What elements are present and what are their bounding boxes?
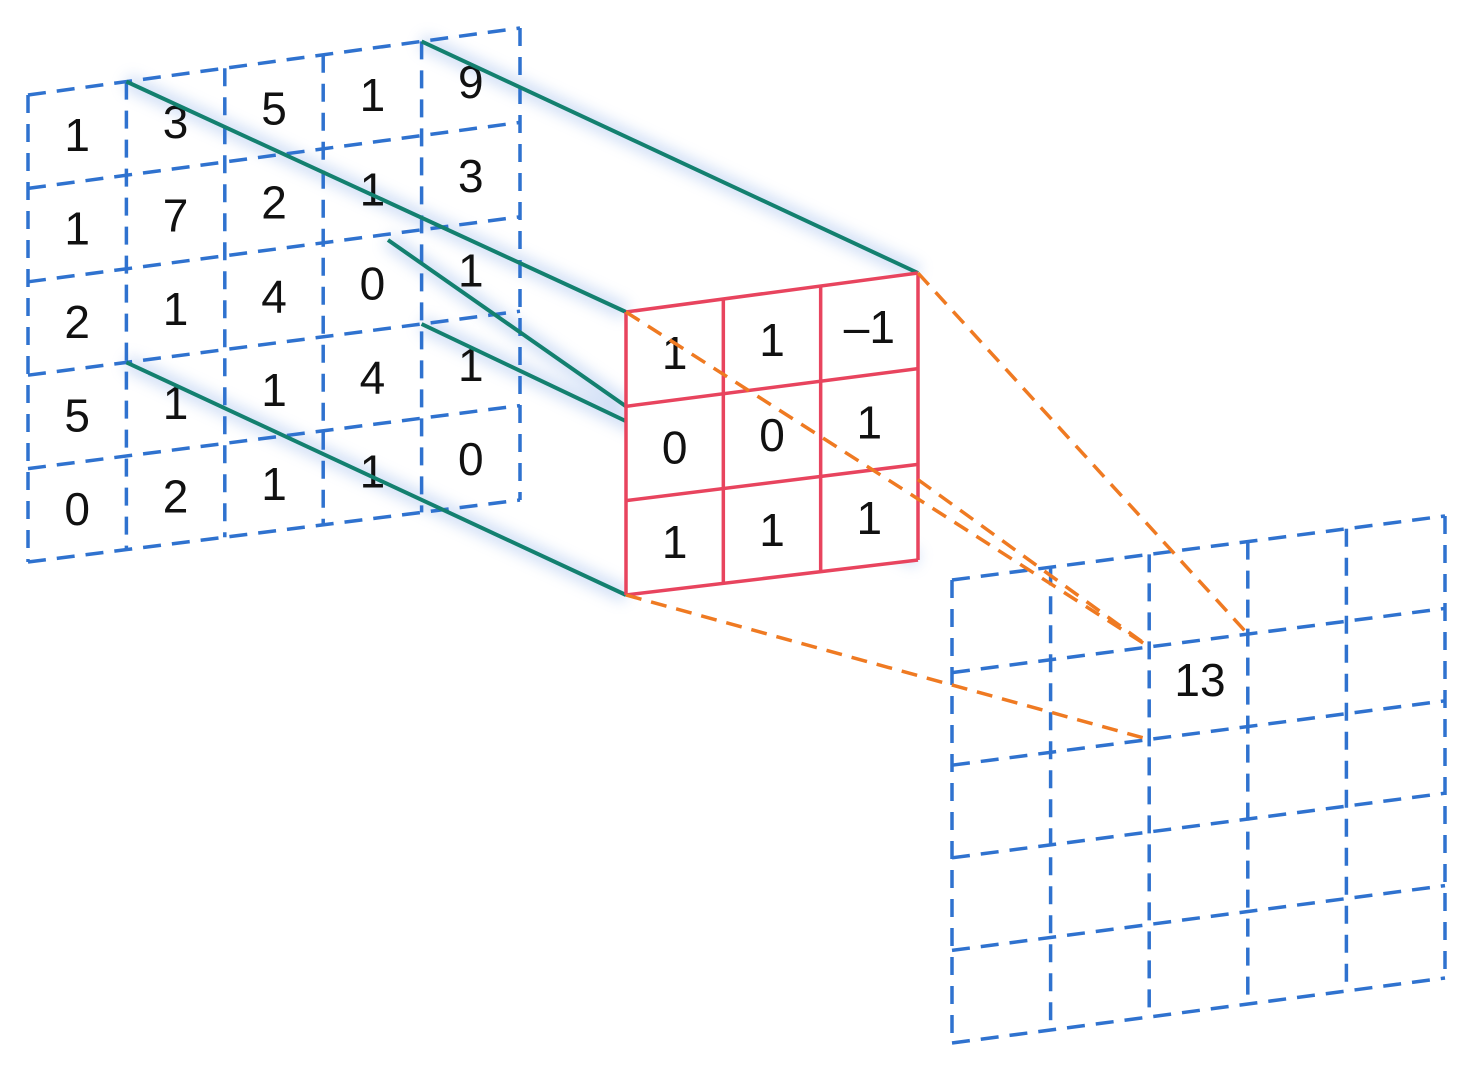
kernel-background [626,273,918,595]
kernel-grid-row-line [625,462,919,503]
input-cell-value: 0 [458,433,484,485]
kernel-cell-value: 1 [662,516,688,568]
input-cell-value: 0 [360,257,386,309]
output-projection-lines [625,271,1250,742]
input-cell-value: 1 [261,458,287,510]
kernel-grid [624,271,920,597]
input-cell-value: 2 [163,471,189,523]
kernel-projection-line [420,39,919,275]
output-projection-line [916,478,1151,649]
input-grid-row-line [27,403,521,471]
input-grid-row-line [27,120,521,191]
input-grid-row-line [27,215,521,284]
input-grid-row-line [27,498,521,564]
input-grid-row-line [27,309,521,377]
input-cell-value: 1 [261,364,287,416]
kernel-cell-value: 0 [662,421,688,473]
input-cell-value: 3 [458,150,484,202]
kernel-values: 1 1 –1 0 0 1 1 1 1 [662,301,895,568]
kernel-projection-line [386,238,628,408]
input-cell-value: 1 [458,244,484,296]
kernel-projection-line [125,79,627,314]
input-cell-value: 5 [64,390,90,442]
output-grid [950,514,1447,1045]
input-cell-value: 1 [64,109,90,161]
kernel-projection-line [125,360,627,597]
input-cell-value: 4 [360,351,386,403]
input-cell-value: 2 [261,176,287,228]
kernel-cell-value: 1 [759,314,785,366]
output-projection-line [625,593,1150,742]
output-value: 13 [1174,654,1225,706]
input-grid-row-line [27,26,521,97]
input-cell-value: 4 [261,270,287,322]
kernel-cell-value: 0 [759,409,785,461]
output-projection-line [916,271,1250,636]
output-grid-row-line [951,606,1446,675]
input-cell-value: 5 [261,82,287,134]
output-grid-row-line [951,514,1446,582]
input-cell-value: 1 [64,203,90,255]
output-grid-row-line [951,976,1446,1045]
input-cell-value: 1 [360,69,386,121]
kernel-cell-value: 1 [857,492,883,544]
kernel-grid-row-line [625,366,919,409]
output-grid-row-line [951,883,1446,953]
output-grid-row-line [951,699,1446,767]
kernel-cell-value: 1 [759,504,785,556]
output-grid-row-line [951,791,1446,860]
kernel-grid-row-line [625,271,919,314]
input-cell-value: 2 [64,296,90,348]
kernel-cell-value: 1 [662,327,688,379]
input-cell-value: 0 [64,483,90,535]
kernel-cell-value: 1 [857,397,883,449]
kernel-cell-value: –1 [844,301,895,353]
input-cell-value: 7 [163,189,189,241]
kernel-grid-row-line [625,558,919,597]
input-cell-value: 1 [163,283,189,335]
